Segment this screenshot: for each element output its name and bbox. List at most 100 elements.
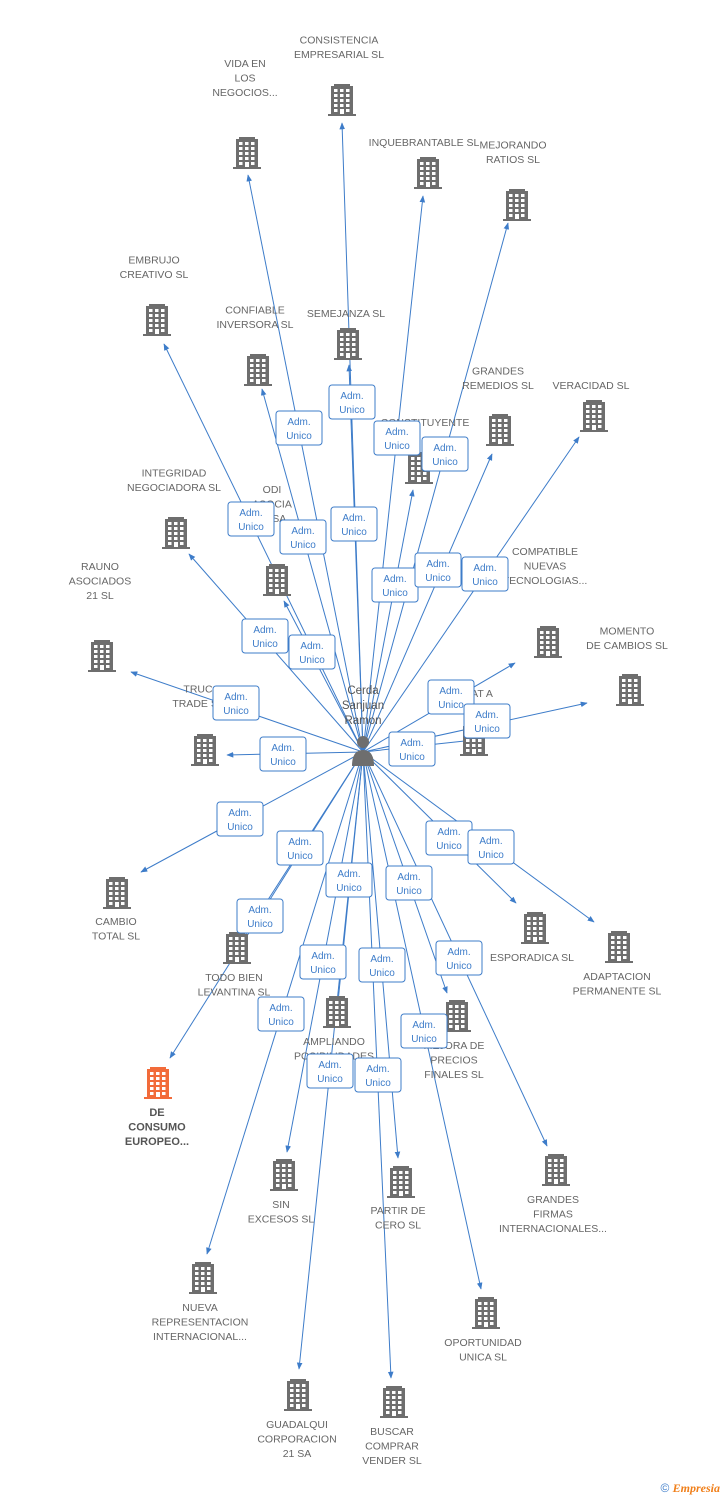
company-label-line: ESPORADICA SL bbox=[490, 952, 574, 964]
badge-line-1: Adm. bbox=[412, 1020, 435, 1031]
brand-logo[interactable]: Empresia bbox=[672, 1481, 720, 1495]
building-icon bbox=[189, 1262, 217, 1294]
relation-badge[interactable]: Adm.Unico bbox=[373, 420, 421, 456]
relation-badge[interactable]: Adm. Unico bbox=[299, 944, 347, 980]
company-node-todo_bien[interactable]: TODO BIEN LEVANTINA SL bbox=[198, 932, 271, 999]
badge-box bbox=[385, 865, 433, 901]
badge-line-2: Unico bbox=[432, 457, 458, 468]
company-label-line: FINALES SL bbox=[424, 1069, 484, 1081]
badge-box bbox=[299, 944, 347, 980]
badge-box bbox=[275, 410, 323, 446]
relation-badge[interactable]: Adm.Unico bbox=[461, 556, 509, 592]
badge-box bbox=[306, 1053, 354, 1089]
relation-badge[interactable]: Adm.Unico bbox=[414, 552, 462, 588]
relation-badge[interactable]: Adm.Unico bbox=[275, 410, 323, 446]
relation-badge[interactable]: Adm. Unico bbox=[276, 830, 324, 866]
company-label-line: CONFIABLE bbox=[225, 305, 285, 317]
company-label-line: REPRESENTACION bbox=[152, 1317, 249, 1329]
relation-badge[interactable]: Adm.Unico bbox=[325, 862, 373, 898]
relation-badge[interactable]: Adm.Unico bbox=[216, 801, 264, 837]
relation-badge[interactable]: Adm.Unico bbox=[212, 685, 260, 721]
relation-badge[interactable]: Adm.Unico bbox=[358, 947, 406, 983]
company-node-semejanza[interactable]: SEMEJANZA SL bbox=[307, 308, 385, 360]
relation-badge[interactable]: Adm.Unico bbox=[467, 829, 515, 865]
company-node-nueva[interactable]: NUEVA REPRESENTACION INTERNACIONAL... bbox=[152, 1262, 249, 1343]
company-label-line: TRADE SL bbox=[172, 698, 224, 710]
company-node-de_consumo[interactable]: DECONSUMOEUROPEO... bbox=[125, 1067, 189, 1148]
company-label-line: TODO BIEN bbox=[205, 972, 263, 984]
company-label-line: INTERNACIONAL... bbox=[153, 1331, 247, 1343]
edge-constituyente bbox=[362, 489, 415, 753]
badge-line-1: Adm. bbox=[311, 951, 334, 962]
relation-badge[interactable]: Adm.Unico bbox=[421, 436, 469, 472]
badge-line-1: Adm. bbox=[385, 427, 408, 438]
company-node-inquebrantable[interactable]: INQUEBRANTABLE SL bbox=[369, 137, 480, 189]
company-node-veracidad[interactable]: VERACIDAD SL bbox=[552, 380, 630, 432]
company-node-vida[interactable]: VIDA ENLOSNEGOCIOS... bbox=[212, 58, 278, 169]
relation-badge[interactable]: Adm.Unico bbox=[354, 1057, 402, 1093]
company-label-line: EMBRUJO bbox=[128, 255, 179, 267]
company-node-esporadica[interactable]: ESPORADICA SL bbox=[490, 912, 574, 964]
person-icon bbox=[352, 736, 374, 766]
edge-embrujo bbox=[163, 343, 364, 753]
badge-line-1: Adm. bbox=[426, 559, 449, 570]
copyright-notice: © Empresia bbox=[660, 1481, 720, 1496]
badge-line-2: Unico bbox=[287, 851, 313, 862]
relation-badge[interactable]: Adm.Unico bbox=[388, 731, 436, 767]
badge-line-1: Adm. bbox=[248, 905, 271, 916]
relation-badge[interactable]: Adm.Unico bbox=[330, 506, 378, 542]
relation-badge[interactable]: Adm.Unico bbox=[400, 1013, 448, 1049]
badge-box bbox=[435, 940, 483, 976]
company-node-compatible[interactable]: COMPATIBLENUEVASTECNOLOGIAS... bbox=[503, 546, 588, 658]
building-icon bbox=[472, 1297, 500, 1329]
relation-badge[interactable]: Adm.Unico bbox=[241, 618, 289, 654]
badge-line-2: Unico bbox=[310, 965, 336, 976]
company-node-grandes_firmas[interactable]: GRANDESFIRMASINTERNACIONALES... bbox=[499, 1154, 607, 1235]
relation-badge[interactable]: Adm.Unico bbox=[385, 865, 433, 901]
relation-badge[interactable]: Adm.Unico bbox=[257, 996, 305, 1032]
relation-badge[interactable]: Adm.Unico bbox=[427, 679, 475, 715]
building-icon bbox=[233, 137, 261, 169]
badge-box bbox=[421, 436, 469, 472]
company-label-line: REMEDIOS SL bbox=[462, 380, 534, 392]
relation-badge[interactable]: Adm.Unico bbox=[463, 703, 511, 739]
relation-badge[interactable]: Adm. Unico bbox=[236, 898, 284, 934]
relation-badge[interactable]: Adm.Unico bbox=[425, 820, 473, 856]
relation-badge[interactable]: Adm.Unico bbox=[306, 1053, 354, 1089]
relation-badge[interactable]: Adm.Unico bbox=[279, 519, 327, 555]
relation-badge[interactable]: Adm.Unico bbox=[288, 634, 336, 670]
badge-line-1: Adm. bbox=[288, 837, 311, 848]
badge-line-2: Unico bbox=[341, 527, 367, 538]
badge-box bbox=[388, 731, 436, 767]
relation-badge[interactable]: Adm.Unico bbox=[259, 736, 307, 772]
badge-line-2: Unico bbox=[247, 919, 273, 930]
relation-badge[interactable]: Adm.Unico bbox=[328, 384, 376, 420]
building-icon bbox=[284, 1379, 312, 1411]
relation-badge[interactable]: Adm.Unico bbox=[435, 940, 483, 976]
company-label-line: LEVANTINA SL bbox=[198, 987, 271, 999]
edge-grandes_remedios bbox=[362, 453, 493, 753]
company-label-line: NUEVA bbox=[182, 1302, 217, 1314]
relation-badge[interactable]: Adm.Unico bbox=[371, 567, 419, 603]
relation-badge[interactable]: Adm.Unico bbox=[227, 501, 275, 537]
company-label-line: MOMENTO bbox=[600, 626, 655, 638]
badge-line-2: Unico bbox=[317, 1074, 343, 1085]
building-icon bbox=[542, 1154, 570, 1186]
